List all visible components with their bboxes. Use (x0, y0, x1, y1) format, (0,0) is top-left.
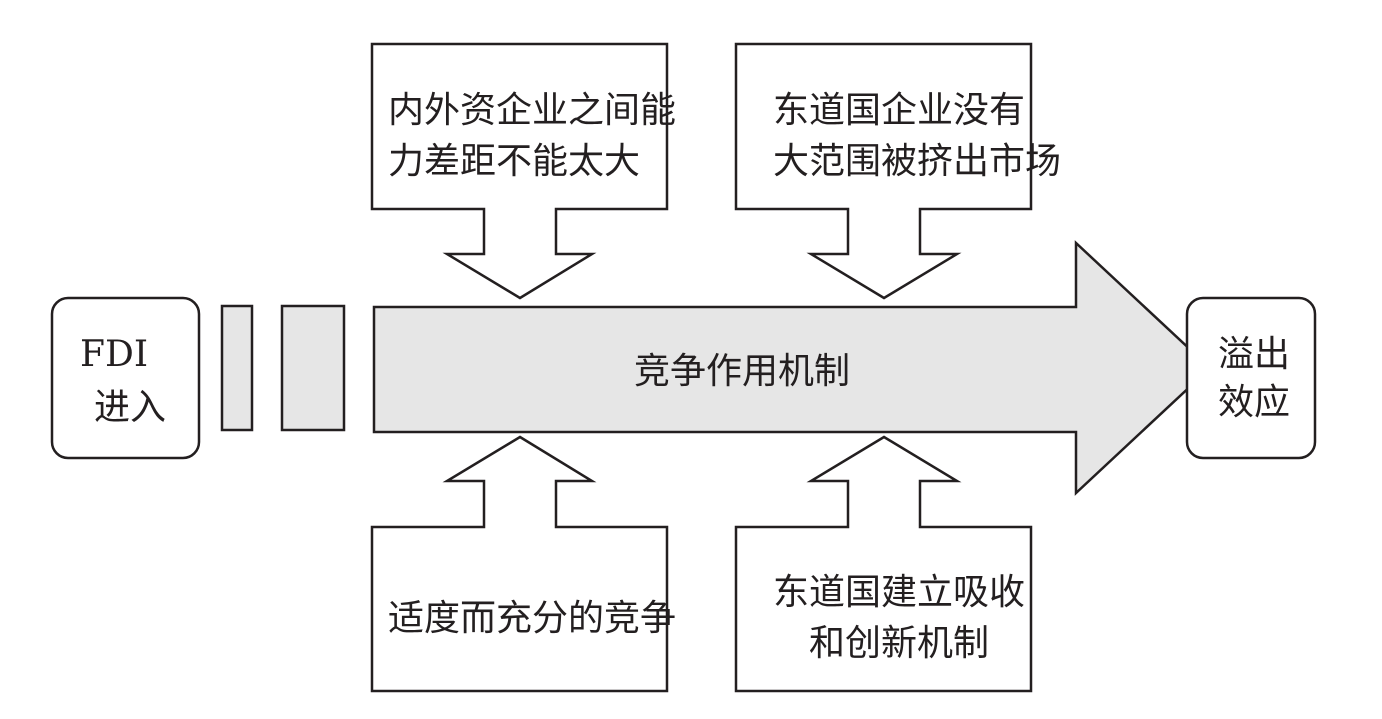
target-box-line1: 溢出 (1218, 334, 1290, 375)
target-box-line2: 效应 (1218, 382, 1290, 423)
source-box-line2: 进入 (94, 387, 166, 428)
bottom-condition-1-line1: 适度而充分的竞争 (388, 598, 676, 639)
bottom-condition-2-line1: 东道国建立吸收 (773, 572, 1025, 613)
main-arrow: 竞争作用机制 (372, 240, 1212, 496)
top-condition-2-line1: 东道国企业没有 (773, 90, 1025, 131)
target-box: 溢出 效应 (1185, 296, 1317, 460)
top-condition-1-line2: 力差距不能太大 (388, 141, 640, 182)
top-condition-1: 内外资企业之间能 力差距不能太大 (370, 42, 676, 300)
source-box: FDI 进入 (50, 296, 201, 460)
source-box-line1: FDI (80, 334, 148, 375)
bottom-condition-2: 东道国建立吸收 和创新机制 (734, 435, 1033, 693)
top-condition-1-line1: 内外资企业之间能 (388, 90, 676, 131)
top-condition-2: 东道国企业没有 大范围被挤出市场 (734, 42, 1061, 300)
top-condition-2-line2: 大范围被挤出市场 (773, 141, 1061, 182)
main-arrow-label: 竞争作用机制 (634, 351, 850, 392)
bottom-condition-1: 适度而充分的竞争 (370, 435, 676, 693)
arrow-tail-bar-1 (220, 304, 254, 432)
arrow-tail-bar-2 (280, 304, 346, 432)
bottom-condition-2-line2: 和创新机制 (809, 623, 989, 664)
